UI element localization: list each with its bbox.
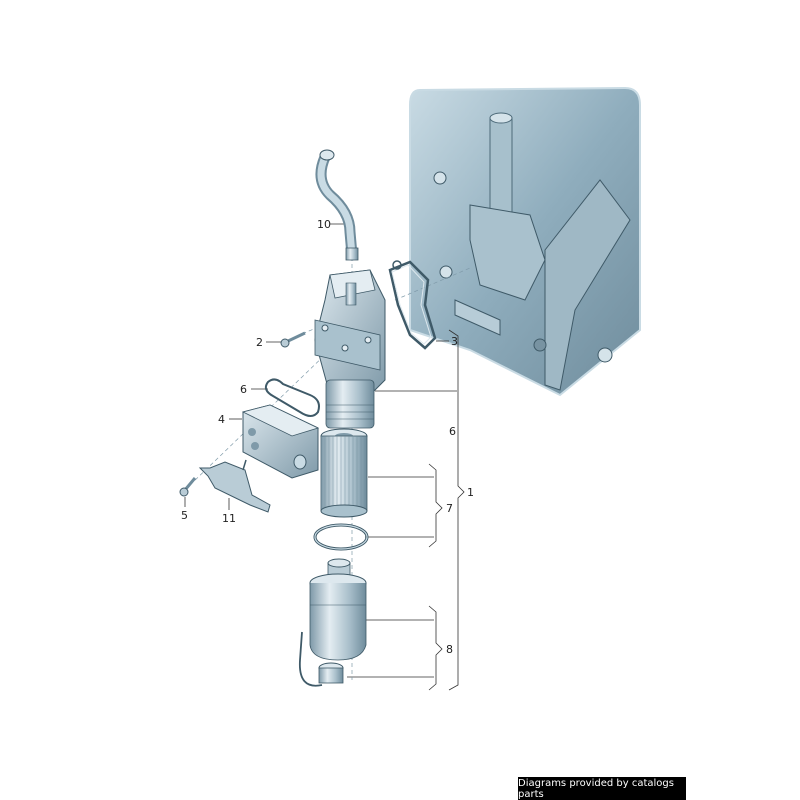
drain-plug [299, 631, 344, 687]
filter-cap [309, 558, 367, 661]
gasket [388, 260, 437, 350]
callout-3: 3 [451, 335, 458, 348]
bolt-5 [179, 477, 197, 497]
callout-10: 10 [317, 218, 331, 231]
leader-lines [184, 223, 465, 691]
oil-filter-housing [314, 269, 386, 429]
o-ring [313, 523, 369, 551]
callout-2: 2 [256, 336, 263, 349]
callout-4: 4 [218, 413, 225, 426]
breather-hose [315, 149, 359, 261]
bolt-2 [280, 331, 306, 348]
bracket-11 [198, 459, 271, 513]
callout-6-housing: 6 [449, 425, 456, 438]
callout-7: 7 [446, 502, 453, 515]
callout-5: 5 [181, 509, 188, 522]
oil-cooler [241, 404, 320, 479]
credit-banner: Diagrams provided by catalogs parts [518, 777, 686, 800]
callout-8: 8 [446, 643, 453, 656]
seal-6 [264, 378, 320, 417]
engine-block [409, 86, 641, 397]
callout-11: 11 [222, 512, 236, 525]
callout-6-seal: 6 [240, 383, 247, 396]
filter-element [320, 428, 368, 518]
callout-1: 1 [467, 486, 474, 499]
